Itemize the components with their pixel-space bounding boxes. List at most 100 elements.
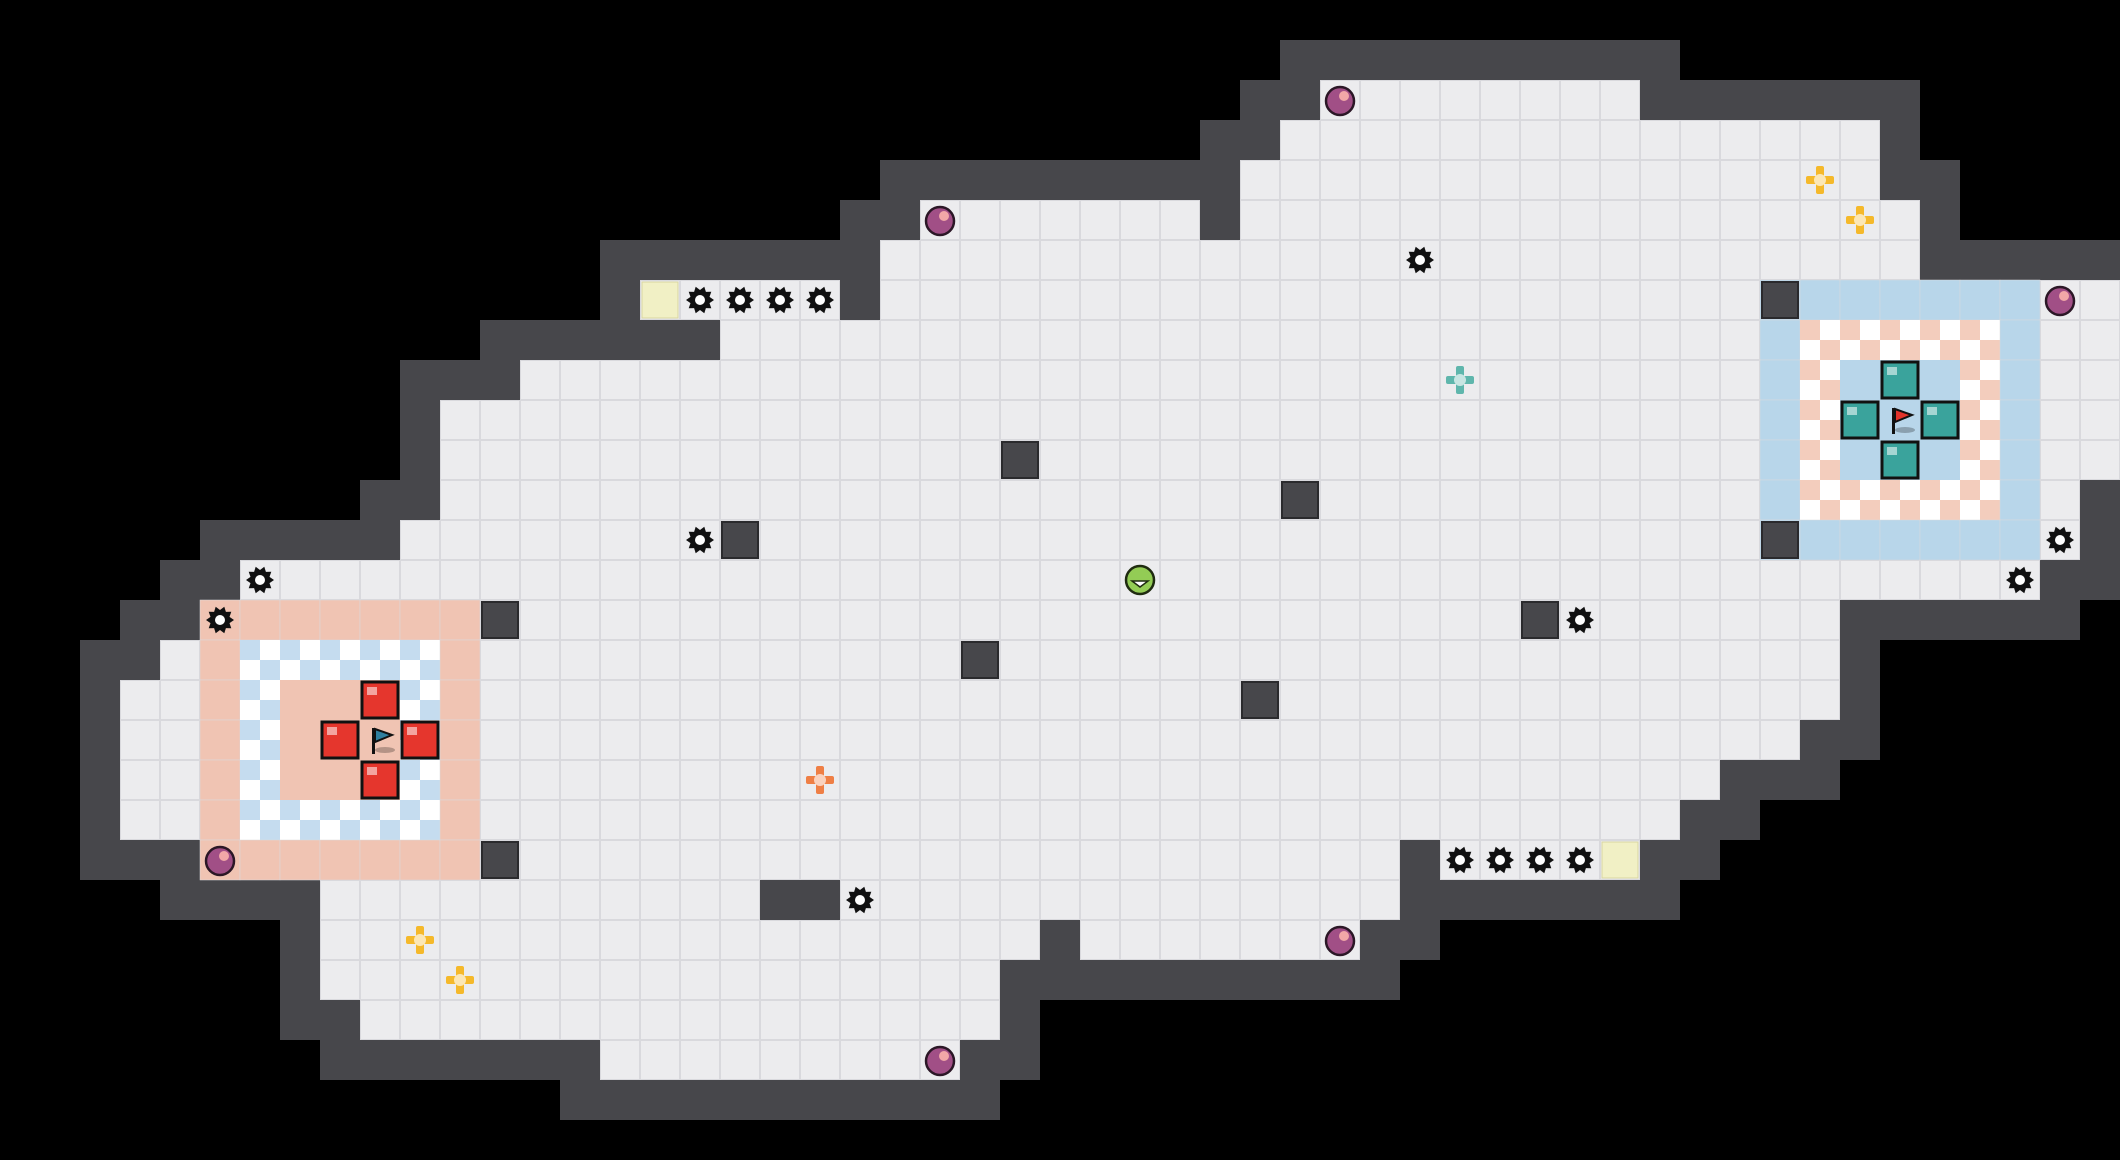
floor-tile <box>600 840 640 880</box>
floor-tile <box>1280 720 1320 760</box>
floor-tile <box>1640 640 1680 680</box>
floor-tile <box>1000 600 1040 640</box>
blue-checker-tile <box>1860 320 1880 340</box>
blue-base-tile <box>1759 439 1801 481</box>
floor-tile <box>1600 80 1640 120</box>
floor-tile <box>840 560 880 600</box>
floor-tile <box>400 560 440 600</box>
wall-tile <box>1080 960 1120 1000</box>
floor-tile <box>1000 480 1040 520</box>
flag-cloth <box>374 727 395 744</box>
wall-tile <box>640 320 680 360</box>
red-checker-tile <box>360 800 380 820</box>
floor-tile <box>1440 800 1480 840</box>
wall-tile <box>1640 80 1680 120</box>
floor-tile <box>880 760 920 800</box>
floor-tile <box>840 400 880 440</box>
red-checker-tile <box>420 640 440 660</box>
floor-tile <box>1160 440 1200 480</box>
floor-tile <box>960 760 1000 800</box>
wall-tile <box>320 1040 360 1080</box>
wall-tile <box>560 320 600 360</box>
floor-tile <box>1600 640 1640 680</box>
floor-tile <box>840 800 880 840</box>
floor-tile <box>680 880 720 920</box>
floor-tile <box>1720 680 1760 720</box>
wall-tile <box>480 320 520 360</box>
floor-tile <box>1280 600 1320 640</box>
wall-tile <box>120 640 160 680</box>
floor-tile <box>1160 280 1200 320</box>
wall-block <box>1521 601 1559 639</box>
floor-tile <box>1080 840 1120 880</box>
floor-tile <box>1480 720 1520 760</box>
floor-tile <box>720 840 760 880</box>
floor-tile <box>720 960 760 1000</box>
floor-tile <box>1440 200 1480 240</box>
floor-tile <box>680 920 720 960</box>
floor-tile <box>680 480 720 520</box>
floor-tile <box>480 800 520 840</box>
floor-tile <box>1360 880 1400 920</box>
wall-tile <box>1920 200 1960 240</box>
blue-checker-tile <box>1800 480 1820 500</box>
floor-tile <box>1120 400 1160 440</box>
wall-tile <box>1840 720 1880 760</box>
floor-tile <box>1120 640 1160 680</box>
floor-tile <box>1520 520 1560 560</box>
floor-tile <box>1000 800 1040 840</box>
floor-tile <box>1600 240 1640 280</box>
floor-tile <box>1480 200 1520 240</box>
red-checker-tile <box>400 760 420 780</box>
floor-tile <box>1040 840 1080 880</box>
wall-tile <box>1120 160 1160 200</box>
floor-tile <box>1400 760 1440 800</box>
wall-tile <box>600 320 640 360</box>
red-checker-tile <box>340 800 360 820</box>
wall-tile <box>400 360 440 400</box>
floor-tile <box>1280 680 1320 720</box>
blue-checker-tile <box>1960 400 1980 420</box>
wall-tile <box>120 600 160 640</box>
ball-body[interactable] <box>1124 564 1156 596</box>
wall-tile <box>1040 960 1080 1000</box>
floor-tile <box>1000 400 1040 440</box>
floor-tile <box>160 800 200 840</box>
floor-tile <box>1560 760 1600 800</box>
wall-tile <box>1000 1000 1040 1040</box>
red-base-tile <box>359 839 401 881</box>
blue-checker-tile <box>1800 380 1820 400</box>
floor-tile <box>960 360 1000 400</box>
ball-icon[interactable] <box>1124 564 1156 596</box>
red-checker-tile <box>320 800 340 820</box>
floor-tile <box>1400 80 1440 120</box>
blue-base-tile <box>1839 519 1881 561</box>
floor-tile <box>840 480 880 520</box>
spike-center <box>1455 855 1465 865</box>
wall-tile <box>400 1040 440 1080</box>
spike-center <box>215 615 225 625</box>
floor-tile <box>1320 280 1360 320</box>
spike-center <box>695 535 705 545</box>
floor-tile <box>2080 280 2120 320</box>
floor-tile <box>1440 160 1480 200</box>
teal-crate <box>1880 360 1920 400</box>
wall-tile <box>1880 80 1920 120</box>
floor-tile <box>560 520 600 560</box>
red-crate-shine <box>367 687 377 695</box>
floor-tile <box>1240 280 1280 320</box>
flag-icon-red <box>1892 407 1915 434</box>
floor-tile <box>1200 800 1240 840</box>
floor-tile <box>920 640 960 680</box>
bomb-body <box>1324 925 1356 957</box>
blue-checker-tile <box>1980 320 2000 340</box>
floor-tile <box>1680 320 1720 360</box>
floor-tile <box>1800 680 1840 720</box>
wall-tile <box>1600 40 1640 80</box>
floor-tile <box>1360 800 1400 840</box>
powerup-core <box>1854 214 1866 226</box>
floor-tile <box>1000 320 1040 360</box>
walls-layer <box>80 40 2120 1120</box>
wall-tile <box>760 240 800 280</box>
